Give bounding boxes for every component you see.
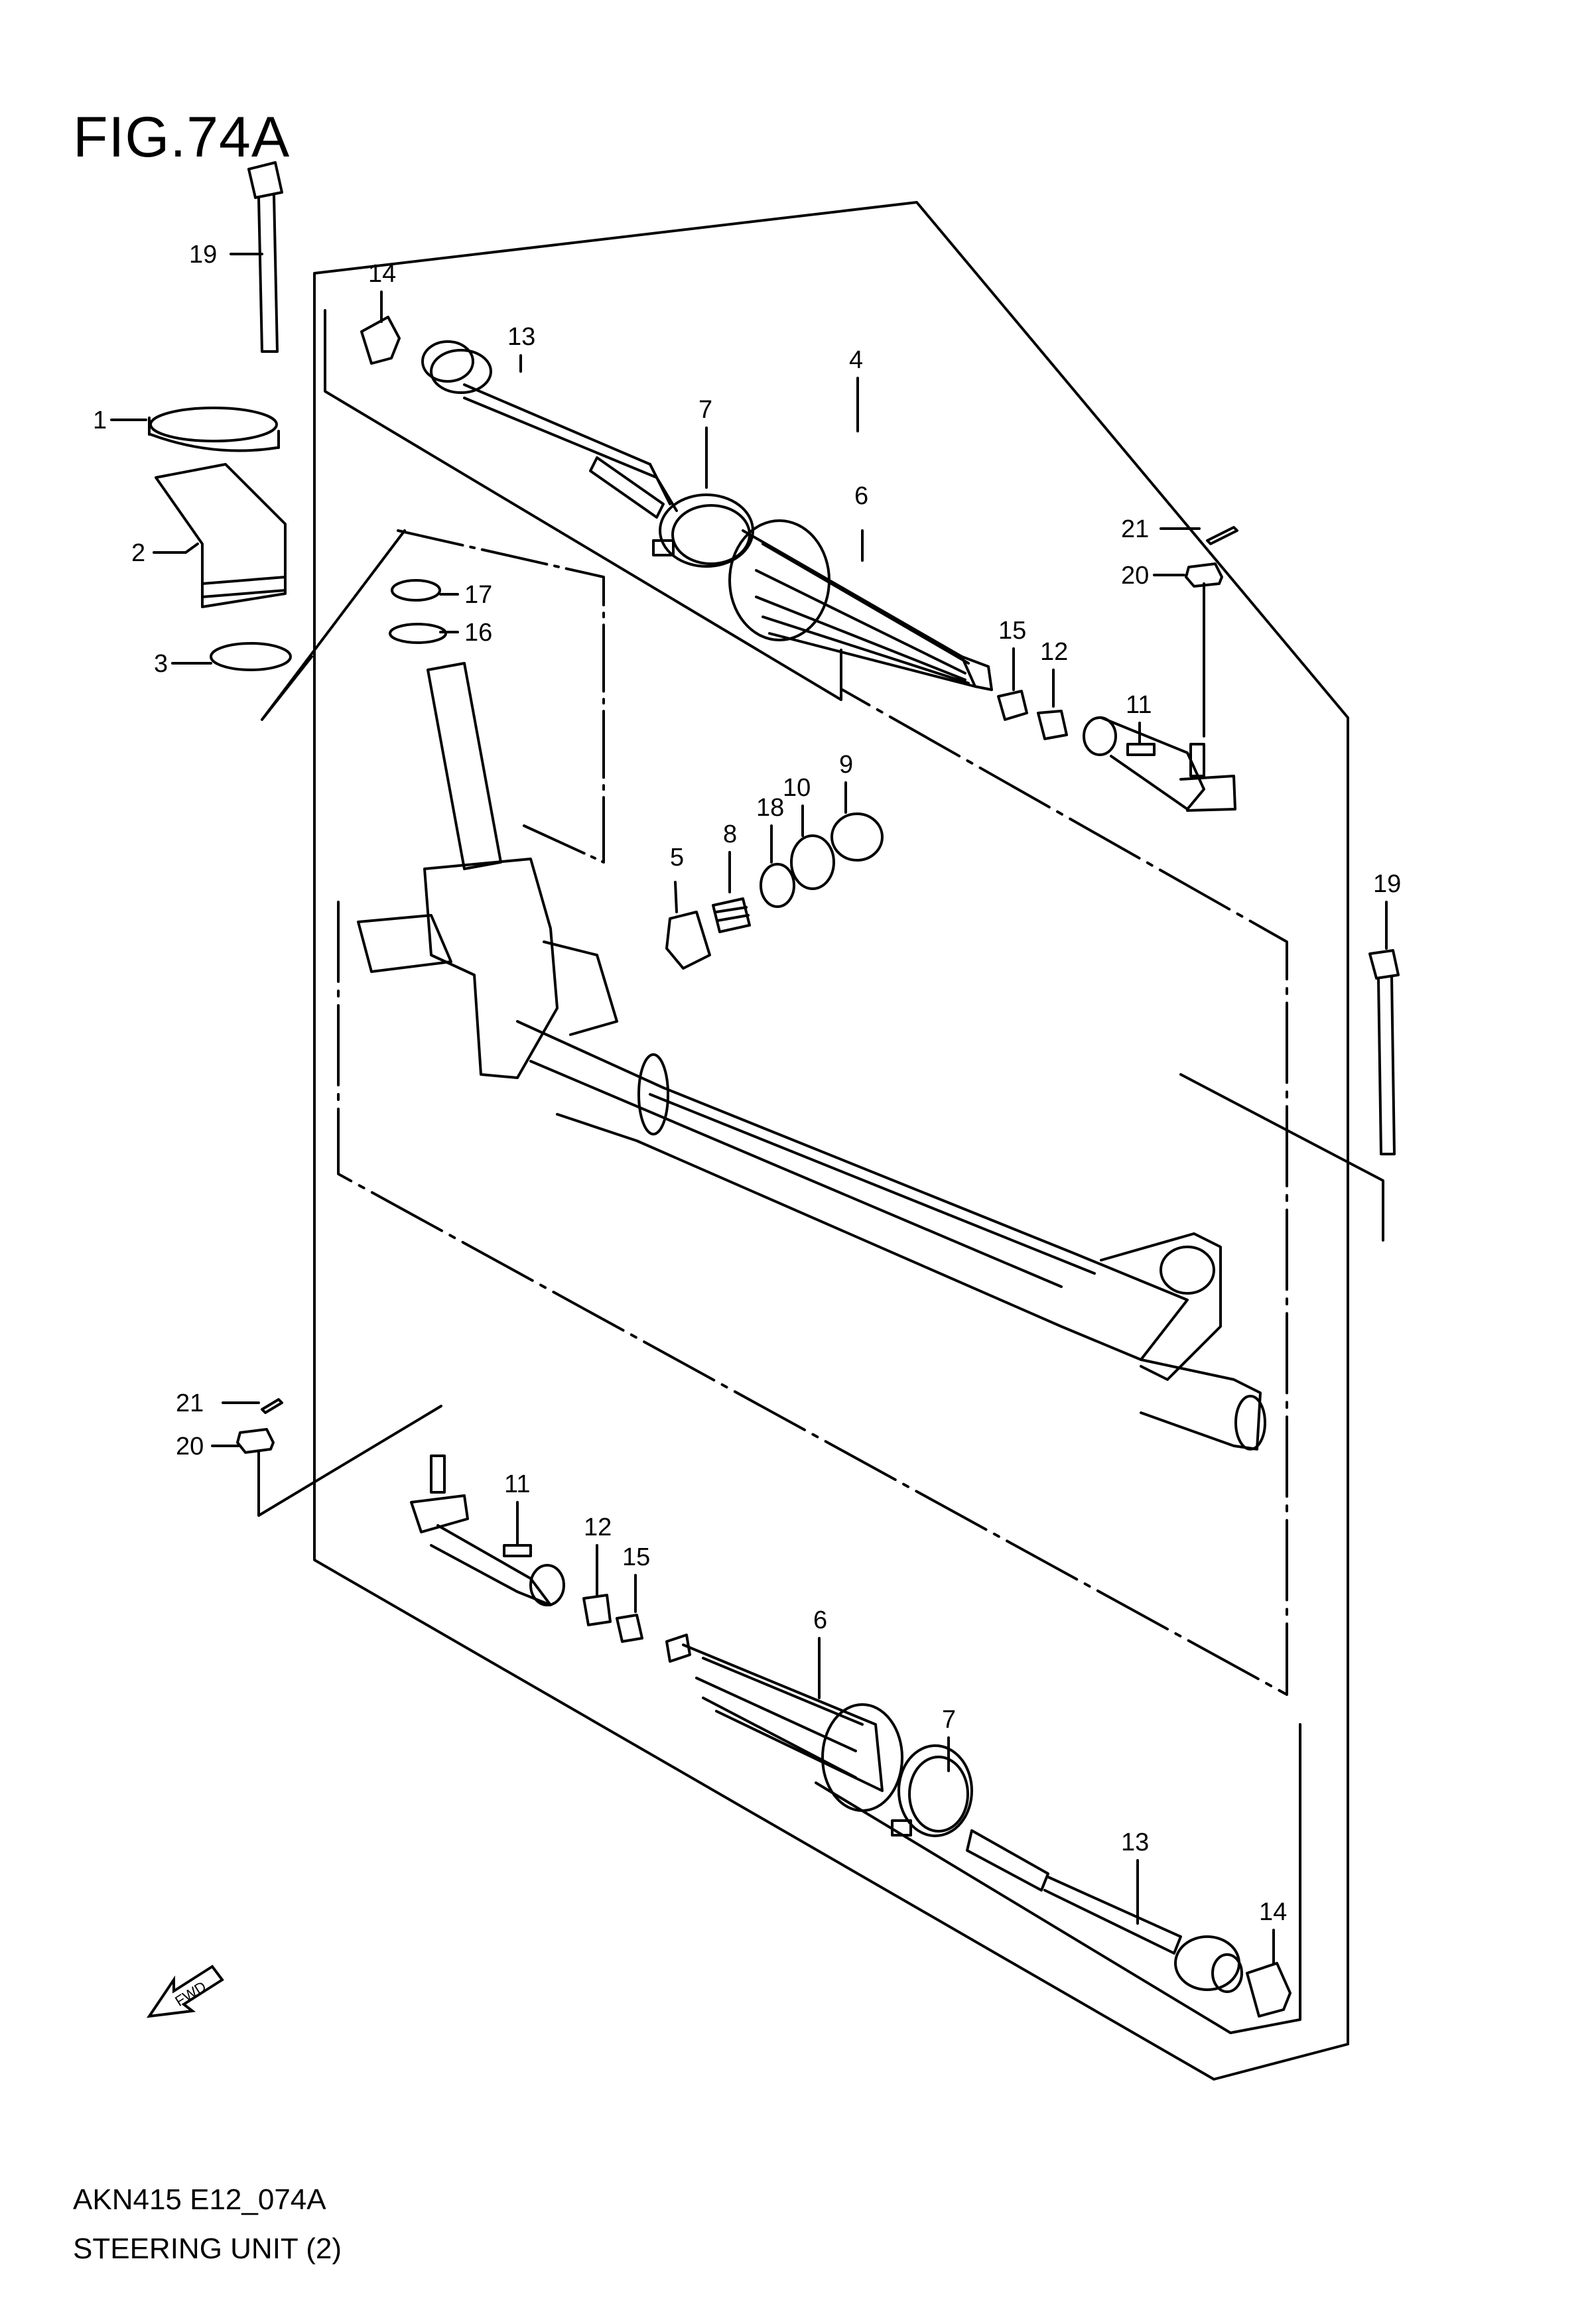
- steering-column-cover: [155, 463, 287, 608]
- callout-18: 18: [756, 794, 784, 822]
- inner-tie-rod-lower: [966, 1829, 1243, 1993]
- callout-7-upper: 7: [698, 396, 712, 424]
- boot-clamp-lower: [891, 1744, 973, 1837]
- callout-9: 9: [839, 751, 853, 779]
- callout-14-upper: 14: [368, 260, 396, 288]
- castle-nut-lower: [236, 1428, 275, 1454]
- tie-rod-end-upper: [1083, 716, 1236, 812]
- lock-nut-upper: [1037, 710, 1068, 740]
- callout-21-upper: 21: [1121, 515, 1149, 543]
- rack-boot-lower: [665, 1634, 903, 1812]
- rack-frame: [337, 688, 1288, 1696]
- callout-20-lower: 20: [176, 1433, 204, 1460]
- rack-guide-plunger: [665, 911, 711, 970]
- callout-4: 4: [849, 346, 863, 374]
- boot-clip-upper: [997, 690, 1028, 721]
- callout-19-left: 19: [189, 241, 217, 269]
- callout-6-upper: 6: [854, 482, 868, 510]
- callout-21-lower: 21: [176, 1389, 204, 1417]
- fwd-arrow-icon: FWD: [146, 1965, 224, 2018]
- callout-15-upper: 15: [998, 617, 1026, 645]
- callout-14-lower: 14: [1259, 1898, 1287, 1926]
- steering-gear-housing: [357, 662, 1266, 1451]
- callout-3: 3: [154, 650, 168, 678]
- lock-nut-lower: [582, 1594, 612, 1626]
- callout-11-lower: 11: [504, 1470, 530, 1498]
- lock-nut-9: [830, 812, 884, 862]
- callout-5: 5: [670, 844, 684, 871]
- assembly-outline: [313, 201, 1349, 2081]
- lock-washer-lower: [1246, 1962, 1292, 2018]
- callout-6-lower: 6: [813, 1606, 827, 1634]
- boot-clamp-upper: [652, 493, 754, 568]
- lock-washer-upper: [360, 316, 401, 365]
- rack-boot-upper: [728, 519, 993, 691]
- tie-rod-end-lower: [410, 1454, 565, 1606]
- cotter-pin-upper: [1206, 526, 1238, 545]
- callout-12-lower: 12: [584, 1514, 612, 1541]
- diagram-name: STEERING UNIT (2): [73, 2232, 342, 2265]
- diagram-code: AKN415 E12_074A: [73, 2183, 326, 2216]
- fwd-label: FWD: [172, 1978, 209, 2010]
- callout-20-upper: 20: [1121, 562, 1149, 590]
- callout-12-upper: 12: [1040, 638, 1068, 666]
- mounting-bolt-right: [1368, 949, 1400, 1155]
- callout-17: 17: [464, 581, 492, 609]
- castle-nut-upper: [1185, 562, 1223, 588]
- callout-13-lower: 13: [1121, 1829, 1149, 1856]
- o-ring-18: [760, 863, 795, 908]
- callout-16: 16: [464, 619, 492, 647]
- mounting-bolt-left: [247, 161, 283, 353]
- callout-10: 10: [783, 774, 811, 802]
- cotter-pin-lower: [261, 1398, 283, 1414]
- o-ring-16: [389, 623, 447, 644]
- callout-19-right: 19: [1373, 870, 1401, 898]
- callout-2: 2: [131, 539, 145, 567]
- rack-guide-spring: [712, 897, 751, 933]
- dust-seal: [148, 407, 280, 452]
- callout-13-upper: 13: [507, 323, 535, 351]
- inner-tie-rod-upper: [421, 340, 678, 519]
- callout-1: 1: [93, 407, 107, 434]
- upper-rod-frame: [324, 309, 842, 701]
- callout-15-lower: 15: [622, 1543, 650, 1571]
- callout-11-upper: 11: [1126, 691, 1152, 719]
- lower-rod-frame: [815, 1723, 1301, 2034]
- oil-seal-17: [391, 579, 441, 602]
- callout-8: 8: [723, 820, 737, 848]
- adjuster-10: [790, 834, 835, 890]
- figure-title: FIG.74A: [73, 105, 291, 169]
- o-ring-3: [210, 642, 292, 671]
- callout-7-lower: 7: [942, 1706, 956, 1734]
- boot-clip-lower: [616, 1614, 643, 1643]
